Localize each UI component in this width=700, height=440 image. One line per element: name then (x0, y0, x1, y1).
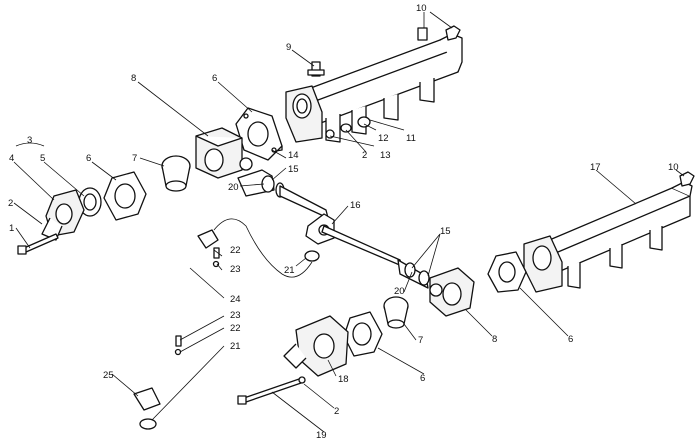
label-9: 9 (286, 42, 291, 53)
label-3: 3 (27, 135, 32, 146)
label-2b: 2 (362, 150, 367, 161)
label-18: 18 (338, 374, 349, 385)
label-15b: 15 (440, 226, 451, 237)
label-20b: 20 (394, 286, 405, 297)
hose-upper (237, 169, 329, 219)
label-7b: 7 (418, 335, 423, 346)
gasket-6-right (487, 251, 527, 293)
label-8b: 8 (492, 334, 497, 345)
leader-lines (13, 11, 685, 433)
housing-8-upper (195, 127, 253, 179)
label-6c: 6 (420, 373, 425, 384)
hose-lower (397, 259, 430, 289)
label-22b: 22 (230, 323, 241, 334)
upper-manifold (285, 33, 463, 143)
label-11: 11 (406, 133, 416, 144)
label-20a: 20 (228, 182, 239, 193)
label-6d: 6 (568, 334, 573, 345)
label-1: 1 (9, 223, 14, 234)
label-19: 19 (316, 430, 327, 440)
gasket-6-left (103, 171, 147, 221)
gasket-6-upper (235, 107, 283, 161)
label-13: 13 (380, 150, 391, 161)
bent-pipe-24 (133, 229, 219, 411)
flanged-pipe-4 (41, 189, 85, 241)
lower-manifold-17 (523, 181, 693, 293)
bolt-1 (17, 233, 59, 255)
label-8a: 8 (131, 73, 136, 84)
label-2c: 2 (334, 406, 339, 417)
part-number-labels: 1 2 3 4 5 6 7 8 6 9 10 11 12 13 2 14 15 … (8, 3, 679, 440)
label-4: 4 (9, 153, 14, 164)
gasket-6-lower (343, 311, 383, 357)
elbow-housing-18 (283, 315, 349, 377)
label-17: 17 (590, 162, 601, 173)
label-2: 2 (8, 198, 13, 209)
washers-12-13-2 (325, 116, 371, 139)
label-21a: 21 (284, 265, 295, 276)
fitting-10-top (417, 25, 461, 41)
thermostat-7-upper (161, 155, 191, 192)
thermostat-7-lower (383, 296, 409, 329)
label-24: 24 (230, 294, 241, 305)
label-6a: 6 (86, 153, 91, 164)
label-12: 12 (378, 133, 389, 144)
label-7a: 7 (132, 153, 137, 164)
label-23b: 23 (230, 310, 241, 321)
label-21b: 21 (230, 341, 241, 352)
connecting-rod (321, 225, 403, 267)
label-22a: 22 (230, 245, 241, 256)
washer-5 (78, 187, 102, 217)
label-6b: 6 (212, 73, 217, 84)
housing-8-lower (429, 267, 475, 317)
label-16: 16 (350, 200, 361, 211)
label-14: 14 (288, 150, 299, 161)
label-10a: 10 (416, 3, 427, 14)
label-23a: 23 (230, 264, 241, 275)
bolt-9 (307, 61, 325, 77)
label-5: 5 (40, 153, 45, 164)
small-bolts-22-23 (174, 247, 220, 356)
label-15a: 15 (288, 164, 299, 175)
label-10b: 10 (668, 162, 679, 173)
o-rings-21 (139, 250, 320, 430)
label-25: 25 (103, 370, 114, 381)
bolt-19 (237, 376, 306, 405)
